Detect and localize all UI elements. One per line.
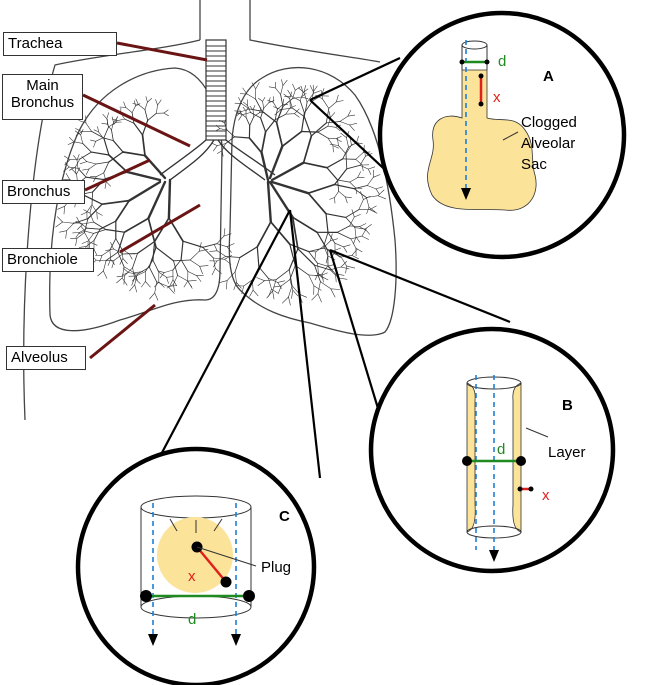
trachea-leader [116,41,208,62]
plug [157,517,233,593]
inset-a: A d x Clogged Alveolar Sac [377,10,627,260]
left-lung [49,67,223,332]
label-bronchus: Bronchus [2,180,85,204]
sac-label-2: Alveolar [521,135,575,152]
label-main-bronchus-line2: Bronchus [10,94,75,111]
leader-lines [82,41,208,360]
thickness-a-label: x [493,89,501,106]
left-bronchial-tree [55,96,235,301]
inset-b-letter: B [562,397,573,414]
right-lung [228,66,397,336]
arrow-c-1 [148,634,158,646]
label-main-bronchus-line1: Main [26,77,59,94]
inset-c: C x d Plug [75,446,317,685]
bronchus-leader [84,158,151,192]
plug-label: Plug [261,559,291,576]
inset-b: B d x Layer [368,326,616,574]
label-trachea: Trachea [3,32,117,56]
radius-c [196,546,227,583]
radius-c-label: x [188,568,196,585]
inset-a-letter: A [543,68,554,85]
diameter-b-label: d [497,441,505,458]
thickness-b-label: x [542,487,550,504]
main-bronchus-leader [82,93,191,148]
clogged-sac-shape [427,69,537,211]
sac-label-1: Clogged [521,114,577,131]
layer-label: Layer [548,444,586,461]
inset-b-circle [368,326,616,574]
arrow-b [489,550,499,562]
main-bronchi [159,139,276,181]
right-bronchial-tree [209,79,387,306]
inset-c-letter: C [279,508,290,525]
sac-label-3: Sac [521,156,547,173]
label-bronchiole: Bronchiole [2,248,94,272]
arrow-a [461,188,471,200]
trachea [205,39,227,141]
arrow-c-2 [231,634,241,646]
bronchiole-leader [119,203,201,254]
diameter-a-label: d [498,53,506,70]
label-alveolus: Alveolus [6,346,86,370]
diameter-c-label: d [188,611,196,628]
label-main-bronchus: Main Bronchus [2,74,83,120]
alveolus-leader [89,303,156,360]
